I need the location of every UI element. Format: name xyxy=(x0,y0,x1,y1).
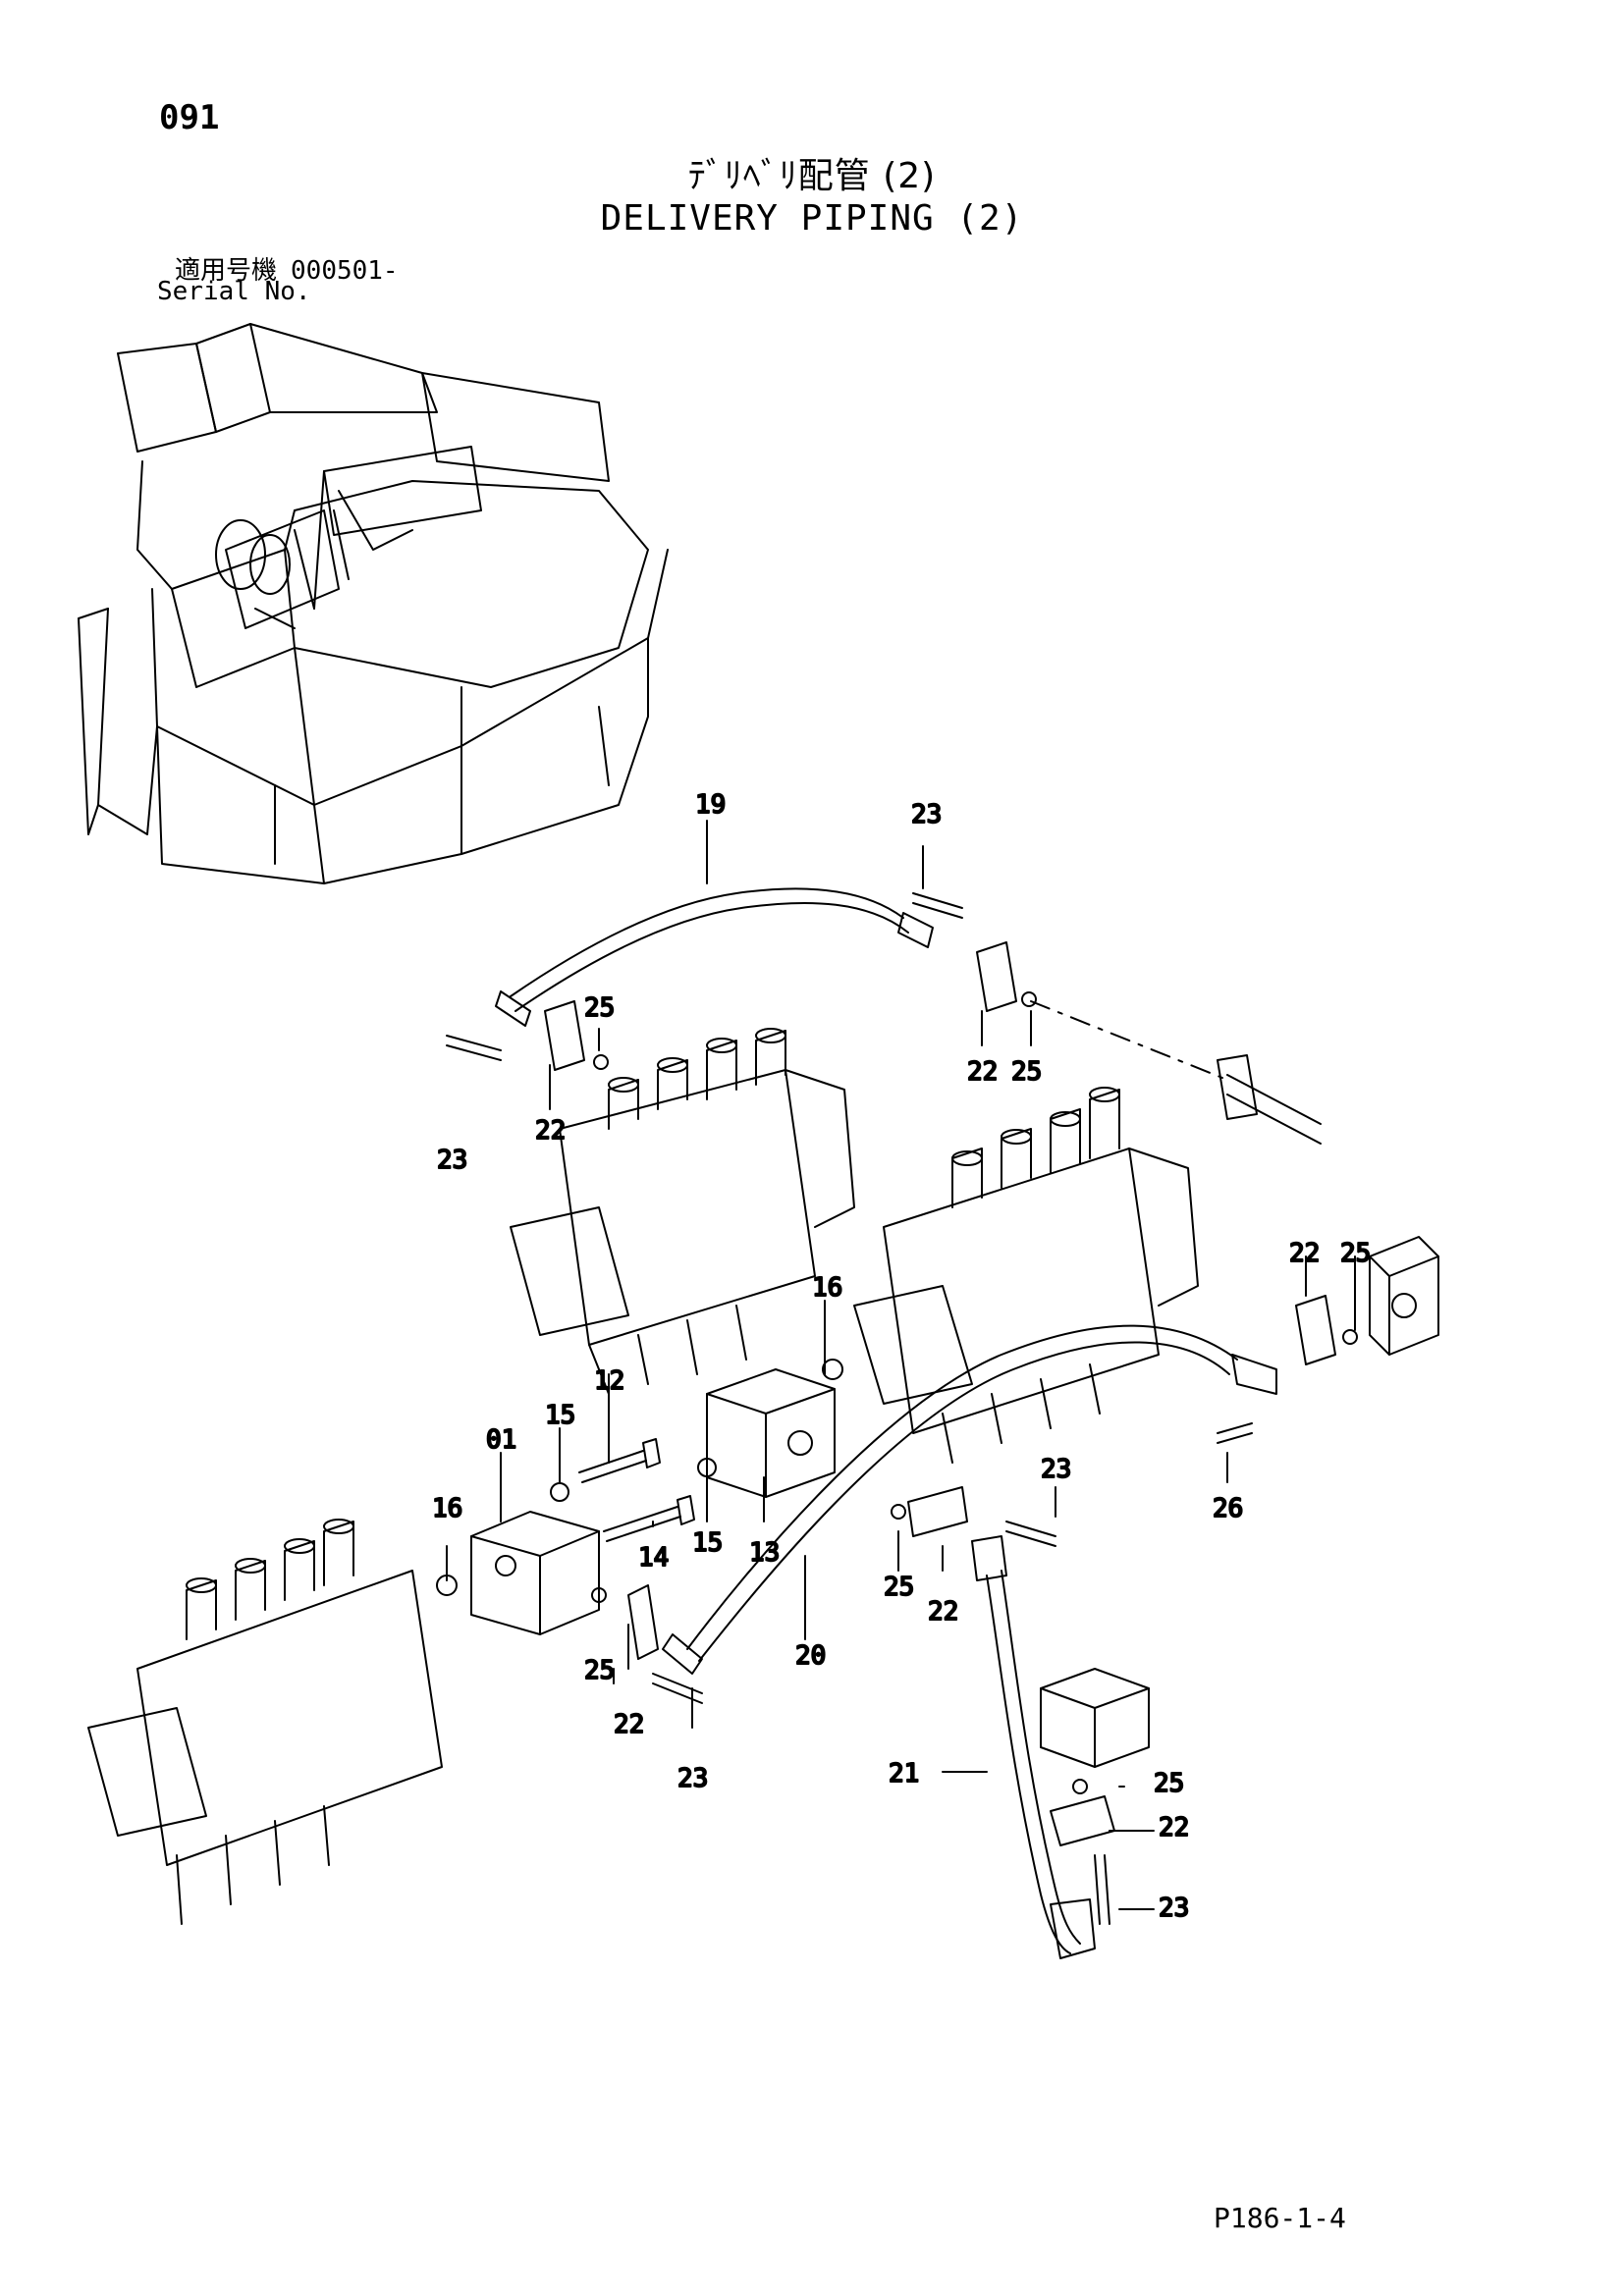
callout-23: 23 xyxy=(437,1146,467,1175)
callout-13: 13 xyxy=(749,1538,780,1568)
callout-25: 25 xyxy=(584,1656,615,1685)
serial-row: 適用号機 000501- xyxy=(175,250,399,287)
callout-19: 19 xyxy=(695,790,726,820)
callout-22: 22 xyxy=(535,1116,566,1146)
callout-leaders xyxy=(446,820,1356,1910)
callout-01: 01 xyxy=(486,1425,516,1455)
callout-25: 25 xyxy=(884,1573,914,1602)
hose-19 xyxy=(495,887,934,1027)
page-number: 091 xyxy=(159,98,220,137)
callout-22: 22 xyxy=(1159,1813,1189,1842)
callout-21: 21 xyxy=(889,1759,919,1789)
hose-20 xyxy=(662,1324,1277,1675)
callout-22: 22 xyxy=(928,1597,958,1627)
hose-21 xyxy=(971,1535,1096,1959)
callout-14: 14 xyxy=(638,1543,669,1573)
callout-25: 25 xyxy=(584,993,615,1023)
callout-15: 15 xyxy=(545,1401,575,1430)
callout-12: 12 xyxy=(594,1366,624,1396)
bolts xyxy=(446,892,1253,1925)
page-code: P186-1-4 xyxy=(1214,2202,1346,2234)
callout-16: 16 xyxy=(432,1494,462,1523)
callout-23: 23 xyxy=(1159,1894,1189,1923)
callout-16: 16 xyxy=(812,1273,842,1303)
callout-25: 25 xyxy=(1154,1769,1184,1798)
title-japanese: ﾃﾞﾘﾍﾞﾘ配管 (2) xyxy=(687,156,937,196)
callout-26: 26 xyxy=(1213,1494,1243,1523)
serial-label-english: Serial No. xyxy=(157,277,311,306)
flanges-and-orings xyxy=(436,941,1358,1846)
callout-25: 25 xyxy=(1011,1057,1042,1087)
title-english: DELIVERY PIPING (2) xyxy=(600,198,1024,239)
callout-20: 20 xyxy=(795,1641,826,1671)
machine-overview-drawing xyxy=(78,323,669,884)
adapter-block-bottom-right xyxy=(1040,1668,1150,1768)
callout-25: 25 xyxy=(1340,1239,1371,1268)
callout-23: 23 xyxy=(1041,1455,1071,1484)
adapter-block-right xyxy=(1369,1236,1439,1356)
pressure-pipe xyxy=(1030,1000,1322,1145)
callout-15: 15 xyxy=(692,1528,723,1558)
callout-22: 22 xyxy=(614,1710,644,1739)
control-valve-upper-right xyxy=(853,1087,1199,1464)
control-valve-lower-left xyxy=(87,1519,443,1925)
junction-block-13 xyxy=(706,1368,836,1498)
callout-22: 22 xyxy=(967,1057,998,1087)
callout-23: 23 xyxy=(677,1764,708,1793)
serial-number: 000501- xyxy=(291,256,399,286)
junction-block-01 xyxy=(470,1511,600,1635)
control-valve-upper-left xyxy=(510,1028,855,1395)
serial-label-japanese: 適用号機 xyxy=(175,256,278,286)
callout-22: 22 xyxy=(1289,1239,1320,1268)
callout-23: 23 xyxy=(911,800,942,829)
